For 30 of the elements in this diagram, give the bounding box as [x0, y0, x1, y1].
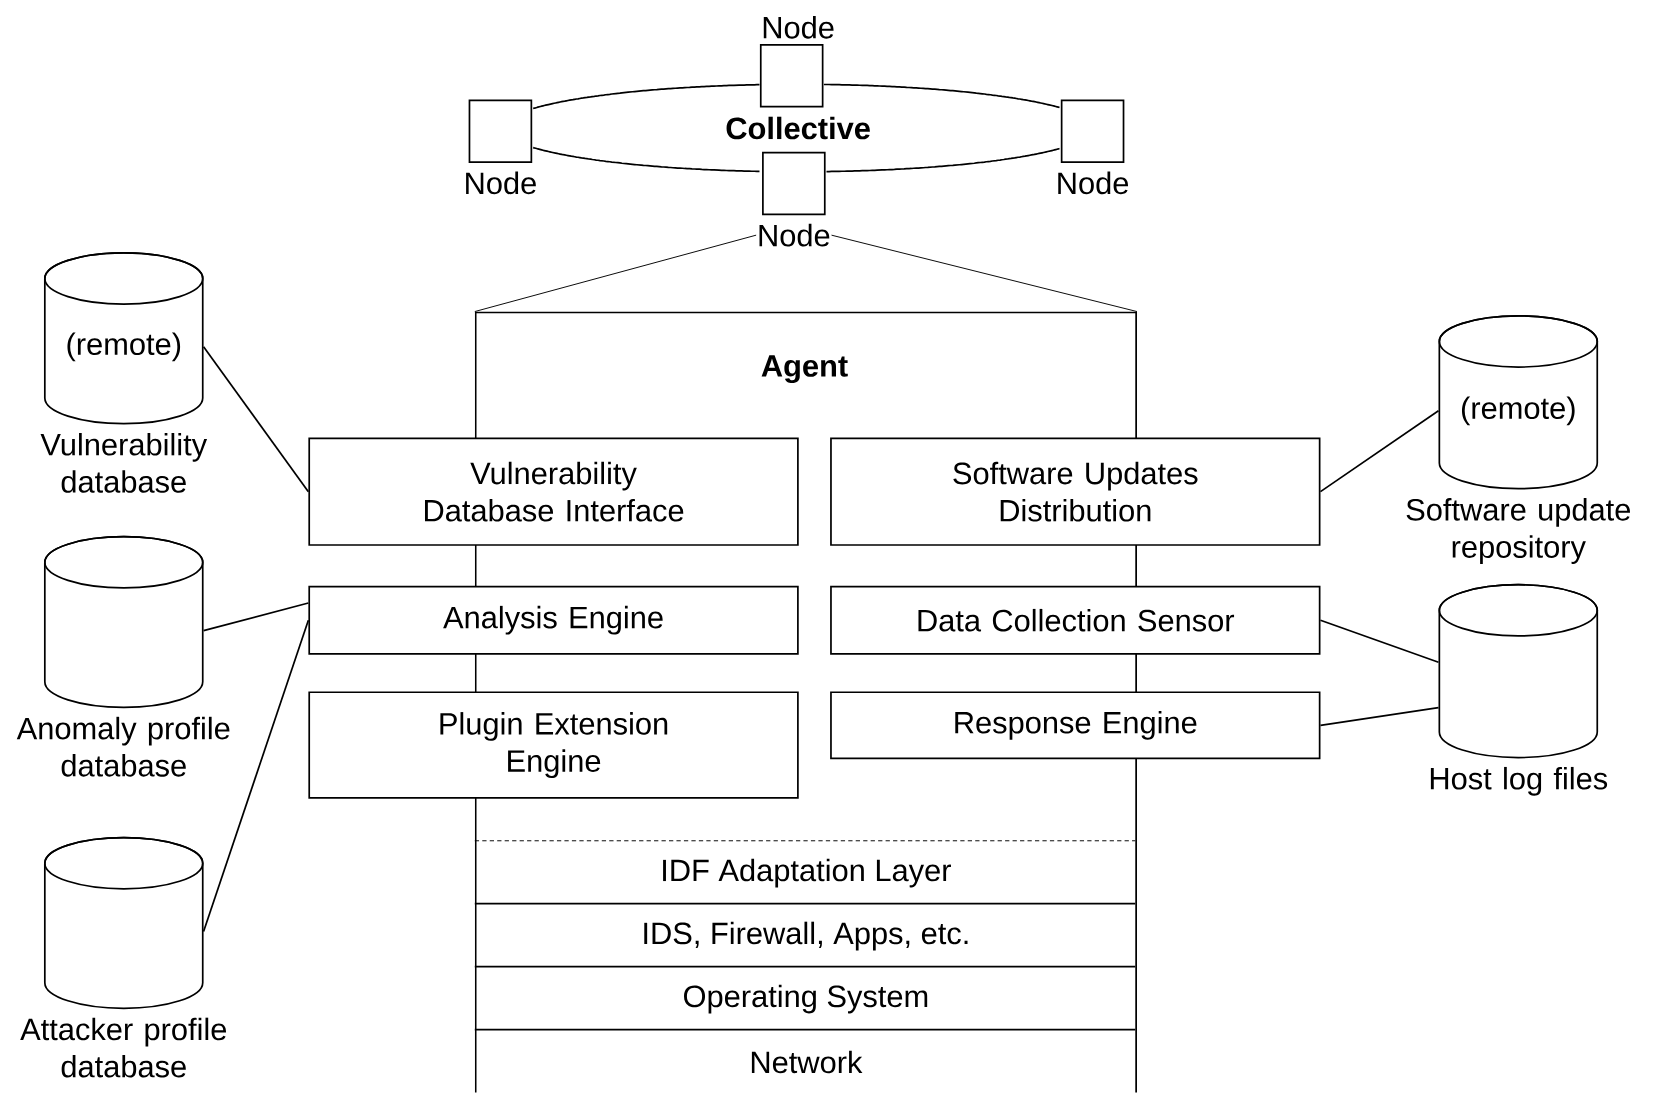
database-cylinder: (remote) — [43, 252, 204, 425]
layer-band: Operating System — [473, 966, 1137, 1014]
connector-line — [202, 619, 310, 933]
database-label: Software update repository — [1406, 498, 1630, 565]
database-label: Attacker profile database — [20, 1017, 227, 1078]
database-label: Vulnerability database — [40, 433, 208, 494]
database-cylinder: (remote) — [1438, 315, 1599, 490]
agent-label: Agent — [761, 355, 848, 384]
component-box: Plugin Extension Engine — [308, 691, 799, 799]
database-label: Anomaly profile database — [16, 717, 230, 777]
node-label: Node — [759, 224, 830, 247]
layer-band: IDS, Firewall, Apps, etc. — [473, 903, 1137, 951]
connector-line — [202, 346, 310, 493]
connector-line — [1319, 410, 1440, 493]
connector-line — [1319, 619, 1440, 664]
layer-band: Network — [473, 1029, 1137, 1074]
component-box: Data Collection Sensor — [830, 586, 1321, 655]
connector-line — [474, 234, 757, 313]
node-label: Node — [1058, 171, 1129, 195]
component-box: Analysis Engine — [308, 586, 799, 655]
connector-line — [202, 602, 310, 632]
node-label: Node — [466, 171, 536, 195]
component-box: Software Updates Distribution — [830, 437, 1321, 547]
connector-line — [1319, 706, 1440, 727]
component-box: Vulnerability Database Interface — [308, 437, 799, 547]
node-label: Node — [763, 16, 834, 39]
component-box: Response Engine — [830, 691, 1321, 760]
layer-band: IDF Adaptation Layer — [474, 840, 1136, 888]
database-label: Host log files — [1430, 767, 1608, 796]
connector-line — [831, 234, 1138, 313]
